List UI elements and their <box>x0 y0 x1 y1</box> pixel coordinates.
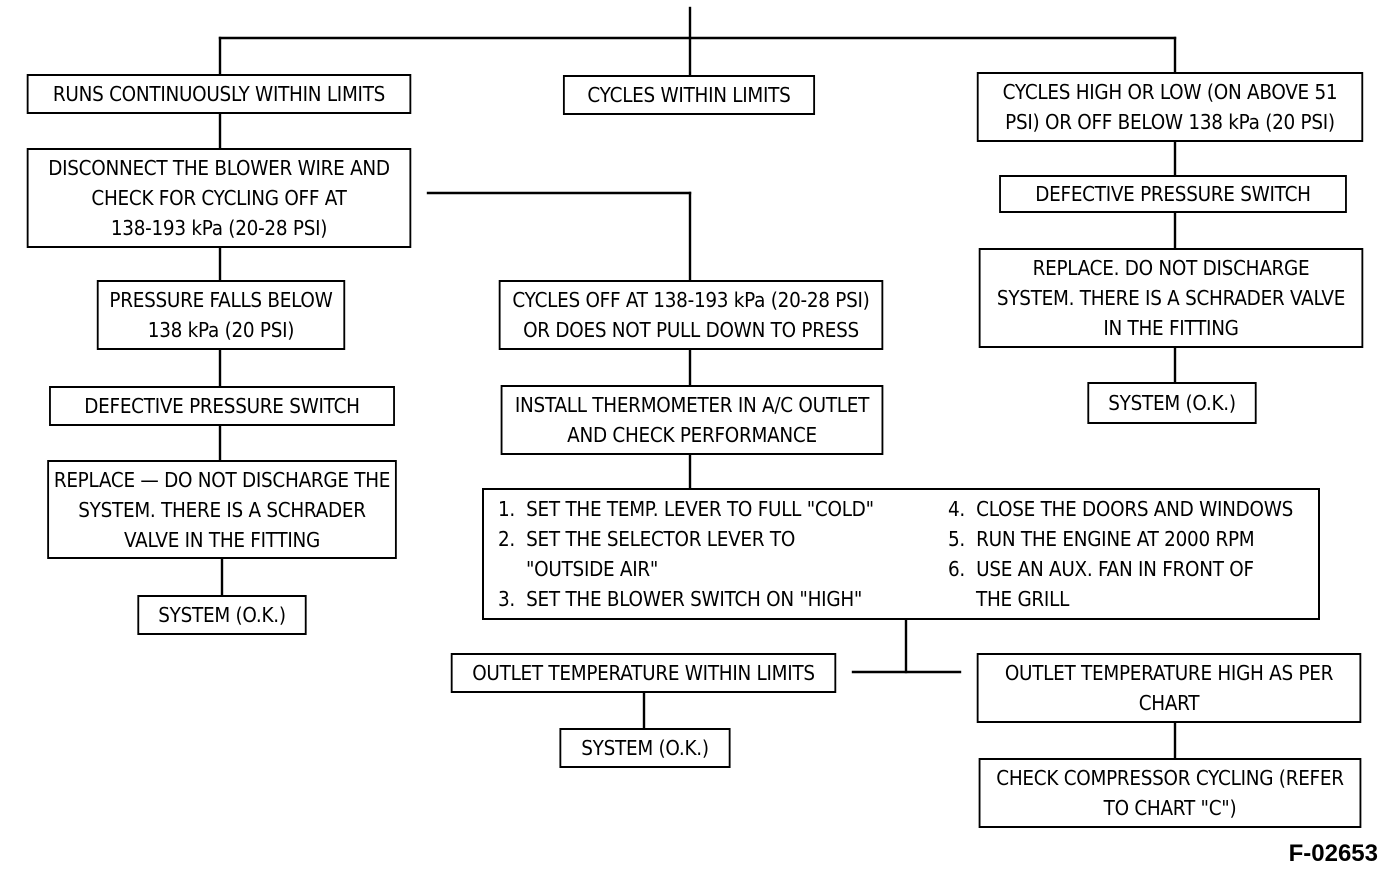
cycles-high-or-low-box: CYCLES HIGH OR LOW (ON ABOVE 51 PSI) OR … <box>976 72 1364 142</box>
procedure-steps-box: 1. SET THE TEMP. LEVER TO FULL "COLD" 2.… <box>482 488 1320 620</box>
cycles-off-box: CYCLES OFF AT 138-193 kPa (20-28 PSI) OR… <box>498 280 884 350</box>
replace-right-box: REPLACE. DO NOT DISCHARGE SYSTEM. THERE … <box>978 248 1364 348</box>
pressure-falls-below-box: PRESSURE FALLS BELOW 138 kPa (20 PSI) <box>96 280 346 350</box>
system-ok-middle-box: SYSTEM (O.K.) <box>559 728 731 768</box>
disconnect-blower-wire-box: DISCONNECT THE BLOWER WIRE AND CHECK FOR… <box>26 148 412 248</box>
step-2-continued: "OUTSIDE AIR" <box>526 557 659 581</box>
system-ok-left-box: SYSTEM (O.K.) <box>137 595 307 635</box>
step-4: 4. CLOSE THE DOORS AND WINDOWS <box>948 497 1294 521</box>
runs-continuously-box: RUNS CONTINUOUSLY WITHIN LIMITS <box>26 74 412 114</box>
step-6: 6. USE AN AUX. FAN IN FRONT OF <box>948 557 1254 581</box>
defective-pressure-switch-left-box: DEFECTIVE PRESSURE SWITCH <box>49 386 395 426</box>
step-3: 3. SET THE BLOWER SWITCH ON "HIGH" <box>498 587 863 611</box>
step-2: 2. SET THE SELECTOR LEVER TO <box>498 527 796 551</box>
check-compressor-cycling-box: CHECK COMPRESSOR CYCLING (REFER TO CHART… <box>978 758 1362 828</box>
step-1: 1. SET THE TEMP. LEVER TO FULL "COLD" <box>498 497 874 521</box>
outlet-temp-high-box: OUTLET TEMPERATURE HIGH AS PER CHART <box>976 653 1362 723</box>
figure-id: F-02653 <box>1288 840 1378 867</box>
step-5: 5. RUN THE ENGINE AT 2000 RPM <box>948 527 1255 551</box>
install-thermometer-box: INSTALL THERMOMETER IN A/C OUTLET AND CH… <box>500 385 884 455</box>
replace-left-box: REPLACE — DO NOT DISCHARGE THE SYSTEM. T… <box>47 460 397 559</box>
defective-pressure-switch-right-box: DEFECTIVE PRESSURE SWITCH <box>999 175 1347 213</box>
cycles-within-limits-box: CYCLES WITHIN LIMITS <box>562 75 816 115</box>
system-ok-right-box: SYSTEM (O.K.) <box>1087 382 1257 424</box>
outlet-temp-within-limits-box: OUTLET TEMPERATURE WITHIN LIMITS <box>450 653 837 693</box>
step-6-continued: THE GRILL <box>976 587 1070 611</box>
